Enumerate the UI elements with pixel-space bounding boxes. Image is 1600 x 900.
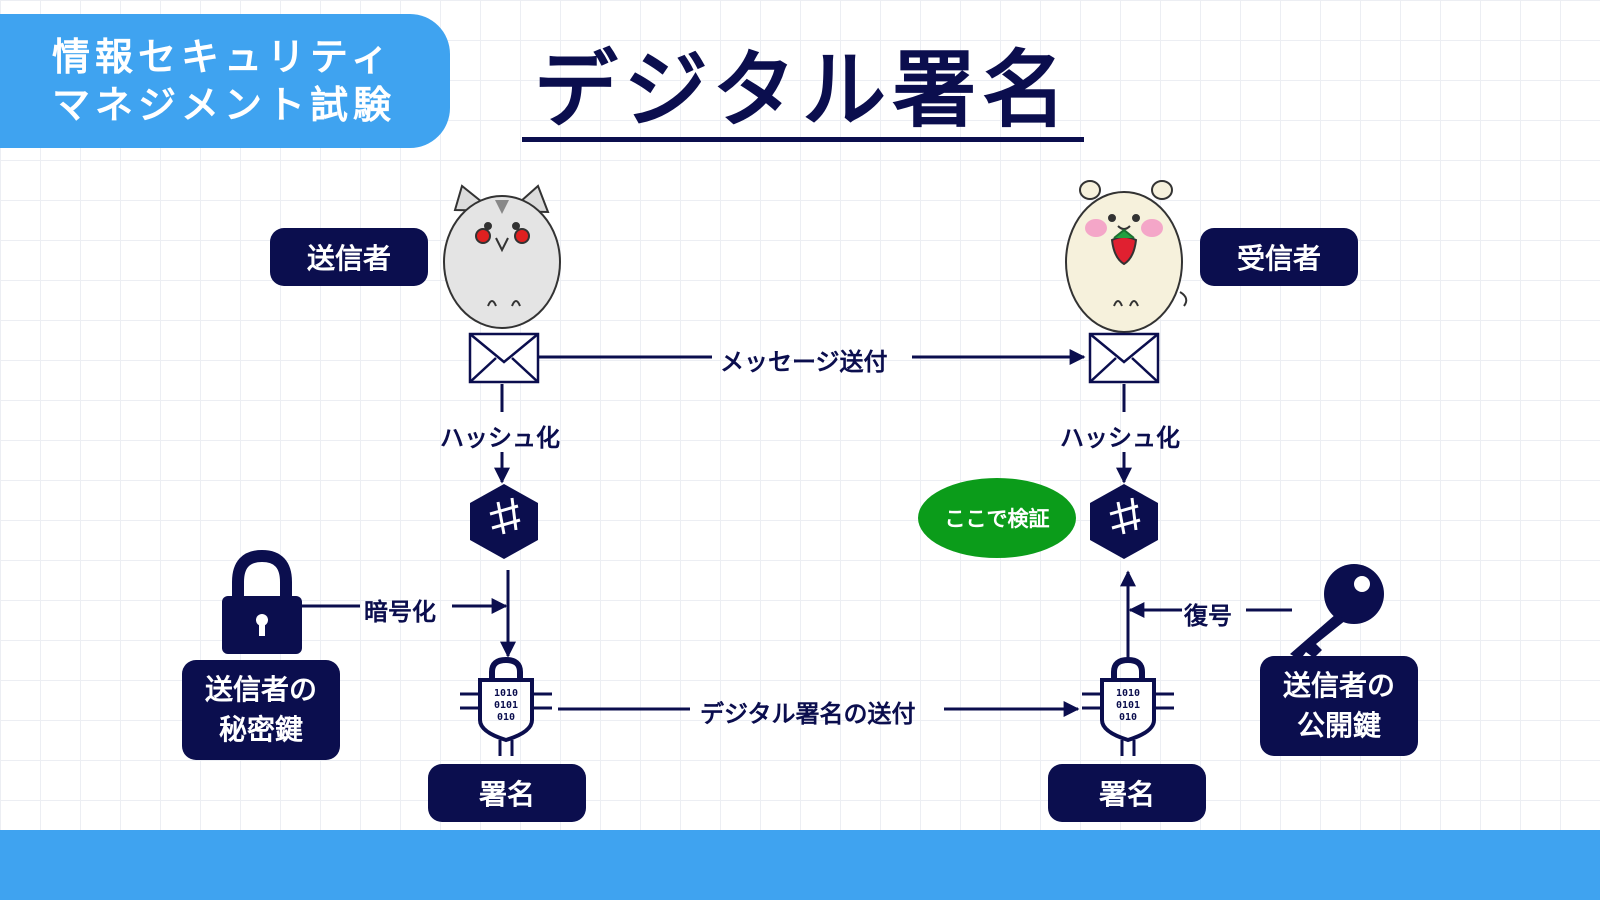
envelope-icon	[468, 332, 540, 384]
hamster-receiver-illustration	[1065, 180, 1188, 333]
verify-here-text: ここで検証	[944, 507, 1050, 531]
private-key-line2: 秘密鍵	[218, 713, 303, 746]
send-signature-label: デジタル署名の送付	[700, 700, 916, 728]
public-key-line2: 公開鍵	[1296, 709, 1381, 742]
footer-bar	[0, 830, 1600, 900]
verify-here-badge: ここで検証	[918, 478, 1076, 558]
receiver-label-text: 受信者	[1236, 242, 1321, 275]
hash-label-right: ハッシュ化	[1060, 424, 1180, 452]
signature-label-right: 署名	[1048, 764, 1206, 822]
digital-lock-icon: 1010 0101 010	[460, 656, 552, 756]
padlock-icon	[222, 549, 302, 654]
binary-row: 0101	[494, 700, 518, 711]
hash-cube-icon	[1090, 484, 1158, 559]
binary-row: 010	[497, 712, 515, 723]
signature-label-right-text: 署名	[1098, 778, 1155, 811]
signature-label-left-text: 署名	[478, 778, 535, 811]
key-icon	[1290, 564, 1384, 660]
binary-row: 1010	[1116, 688, 1140, 699]
binary-row: 1010	[494, 688, 518, 699]
cat-sender-illustration	[443, 184, 561, 329]
digital-lock-icon: 1010 0101 010	[1082, 656, 1174, 756]
binary-row: 010	[1119, 712, 1137, 723]
page-title: デジタル署名	[522, 42, 1084, 142]
sender-label: 送信者	[270, 228, 428, 286]
binary-row: 0101	[1116, 700, 1140, 711]
exam-badge: 情報セキュリティ マネジメント試験	[0, 14, 450, 148]
sender-label-text: 送信者	[306, 242, 391, 275]
send-message-label: メッセージ送付	[720, 348, 888, 376]
private-key-line1: 送信者の	[204, 673, 317, 706]
hash-label-left: ハッシュ化	[440, 424, 560, 452]
encrypt-label: 暗号化	[364, 598, 436, 626]
private-key-label: 送信者の 秘密鍵	[182, 660, 340, 760]
hash-cube-icon	[470, 484, 538, 559]
receiver-label: 受信者	[1200, 228, 1358, 286]
exam-badge-line2: マネジメント試験	[52, 83, 397, 127]
public-key-label: 送信者の 公開鍵	[1260, 656, 1418, 756]
signature-label-left: 署名	[428, 764, 586, 822]
public-key-line1: 送信者の	[1282, 669, 1395, 702]
envelope-icon	[1088, 332, 1160, 384]
exam-badge-line1: 情報セキュリティ	[52, 35, 394, 79]
decrypt-label: 復号	[1184, 602, 1232, 630]
